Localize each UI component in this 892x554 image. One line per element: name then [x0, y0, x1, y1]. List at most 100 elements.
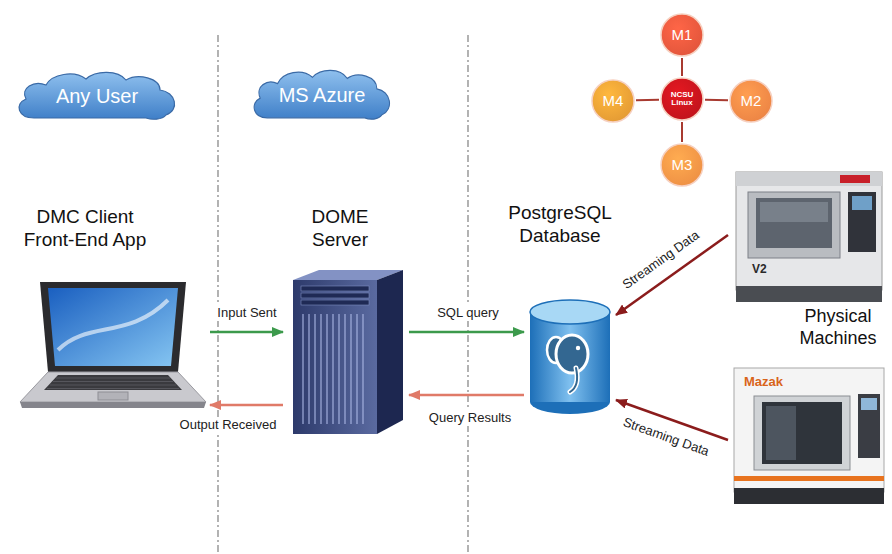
flow-label: SQL query: [435, 305, 501, 321]
text-holder: Any User: [12, 70, 182, 122]
cloud-shape: [254, 70, 389, 119]
circle-label: NCSU Linux: [667, 91, 697, 108]
vent-slot: [332, 314, 334, 424]
zone-label: MS Azure: [279, 85, 366, 106]
cloud-zone: Any User: [12, 70, 182, 122]
vent-slot: [344, 314, 346, 424]
laptop-edge: [20, 402, 206, 408]
accent-stripe: [734, 476, 884, 481]
circle-shape: [661, 144, 703, 186]
machine-circle: M1: [660, 13, 704, 57]
server-tower-art: [285, 268, 407, 436]
machine-circle: M4: [591, 79, 635, 123]
key-row: [53, 381, 173, 382]
control-panel: [848, 192, 876, 252]
door-frame: [748, 192, 840, 258]
cloud-zone: MS Azure: [248, 68, 396, 122]
machine-cabinet: [734, 368, 884, 492]
control-screen: [852, 196, 872, 210]
machine-cabinet: [736, 172, 882, 290]
server-front: [293, 280, 377, 434]
milling-machine-art: [730, 158, 888, 305]
elephant-trunk: [570, 368, 577, 392]
vent-slot: [356, 314, 358, 424]
machine-brand: Mazak: [744, 374, 783, 389]
circle-shape: [730, 80, 772, 122]
flow-label: Output Received: [178, 417, 279, 433]
text-holder: M4: [591, 79, 635, 123]
data-flow-arrow: [409, 394, 524, 397]
machine-circle: M3: [660, 143, 704, 187]
circle-label: M3: [672, 157, 693, 173]
logo-stripe: [840, 175, 870, 183]
server-side: [377, 270, 403, 434]
laptop-client-art: [18, 280, 208, 410]
circle-shape: [661, 14, 703, 56]
drive-bay: [301, 293, 369, 298]
flow-label: Query Results: [427, 410, 513, 426]
component-heading: DMC Client Front-End App: [10, 205, 160, 253]
component-heading: PostgreSQL Database: [500, 201, 620, 249]
drive-bay: [301, 286, 369, 291]
key-row: [50, 385, 176, 386]
drive-bay: [301, 300, 369, 305]
vent-slot: [320, 314, 322, 424]
screen-frame: [40, 282, 186, 372]
vent-slot: [302, 314, 304, 424]
door-frame: [754, 396, 850, 470]
vent-slot: [314, 314, 316, 424]
vent-slot: [308, 314, 310, 424]
server-tower: DOME Server: [285, 268, 407, 436]
database-cylinder: PostgreSQL Database: [526, 298, 614, 416]
vent-slot: [338, 314, 340, 424]
component-heading: DOME Server: [300, 205, 380, 253]
elephant-trunk: [570, 368, 577, 392]
vent-slot: [362, 314, 364, 424]
machine-base: [734, 488, 884, 504]
window-glint: [760, 202, 828, 222]
text-holder: MS Azure: [248, 68, 396, 122]
circle-label: M2: [741, 93, 762, 109]
flow-label: Input Sent: [215, 305, 278, 321]
elephant-head: [556, 335, 588, 373]
circle-shape: [661, 78, 703, 120]
keyboard: [44, 375, 182, 390]
data-flow-arrow: [409, 331, 524, 334]
data-flow-arrow: [210, 331, 283, 334]
screen: [48, 288, 178, 366]
circle-label: M1: [672, 27, 693, 43]
milling-machine: V2: [730, 158, 888, 305]
vent-slot: [350, 314, 352, 424]
key-row: [47, 388, 179, 389]
window-glint: [766, 406, 796, 460]
machine-base: [736, 286, 882, 302]
link-line: [681, 58, 683, 76]
text-holder: M2: [729, 79, 773, 123]
link-line: [636, 99, 659, 102]
text-holder: M3: [660, 143, 704, 187]
hub-circle: NCSU Linux: [660, 77, 704, 121]
text-holder: M1: [660, 13, 704, 57]
link-line: [681, 122, 683, 142]
flow-label: Streaming Data: [619, 414, 713, 461]
circle-label: M4: [603, 93, 624, 109]
door-window: [762, 402, 842, 464]
group-label: Physical Machines: [788, 306, 888, 349]
key-row: [56, 378, 170, 379]
text-holder: NCSU Linux: [660, 77, 704, 121]
control-panel: [858, 394, 880, 458]
elephant-eye: [576, 346, 580, 350]
circle-shape: [592, 80, 634, 122]
zone-divider: [467, 35, 468, 554]
vent-slot: [326, 314, 328, 424]
screen-swirl: [58, 300, 168, 350]
lathe-machine: Mazak: [730, 360, 888, 505]
cylinder-body: [530, 312, 610, 402]
data-flow-arrow: [210, 404, 283, 407]
link-line: [705, 99, 728, 102]
trackpad: [98, 392, 128, 400]
machine-header: [736, 172, 882, 186]
zone-label: Any User: [56, 86, 138, 107]
